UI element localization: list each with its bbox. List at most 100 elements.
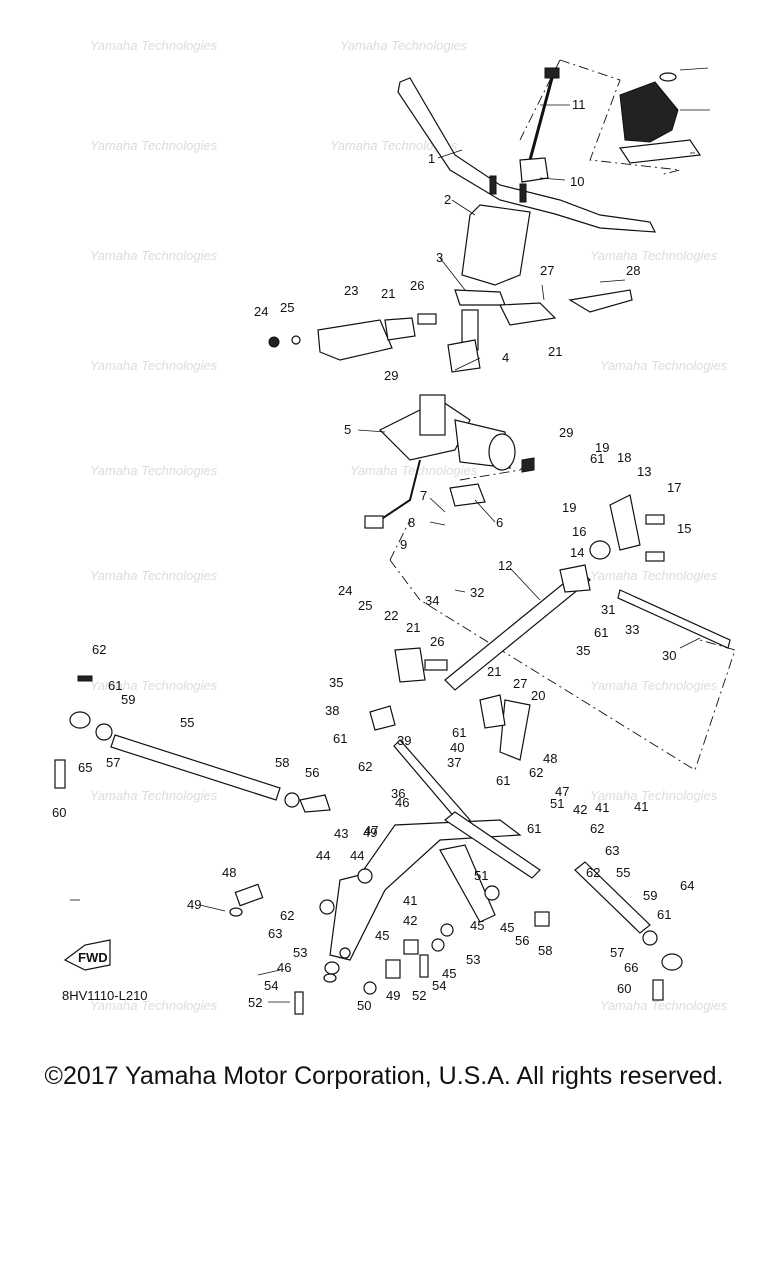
fwd-label: FWD [78,950,108,965]
callout-label: 6 [496,515,503,530]
callout-label: 1 [428,151,435,166]
callout-label: 29 [384,368,398,383]
callout-label: 33 [625,622,639,637]
callout-label: 14 [570,545,584,560]
callout-label: 5 [344,422,351,437]
label-65 [618,139,702,164]
callout-label: 26 [410,278,424,293]
callout-label: 24 [338,583,352,598]
callout-label: 63 [268,926,282,941]
callout-label: 25 [280,300,294,315]
link-21-mid [394,647,426,683]
callout-label: 47 [364,823,378,838]
callout-label: 61 [496,773,510,788]
watermark: Yamaha Technologies [330,138,458,153]
watermark-layer: Yamaha Technologies Yamaha Technologies … [90,38,728,1013]
callout-label: 58 [275,755,289,770]
callout-label: 30 [662,648,676,663]
callout-label: 51 [550,796,564,811]
callout-label: 2 [444,192,451,207]
callout-label: 36 [391,786,405,801]
callout-label: 63 [605,843,619,858]
callout-label: 57 [106,755,120,770]
callout-label: 62 [92,642,106,657]
copyright-notice: ©2017 Yamaha Motor Corporation, U.S.A. A… [44,1062,724,1090]
rod-30 [617,589,731,649]
callout-label: 43 [334,826,348,841]
callout-label: 45 [375,928,389,943]
callout-label: 60 [52,805,66,820]
callout-label: 55 [180,715,194,730]
callout-label: 11 [572,97,586,112]
watermark: Yamaha Technologies [90,788,218,803]
callout-label: 45 [442,966,456,981]
callout-label: 31 [601,602,615,617]
watermark: Yamaha Technologies [590,788,718,803]
bracket-28 [568,289,633,313]
callout-label: 13 [637,464,651,479]
callout-label: 56 [305,765,319,780]
lever-38 [369,705,396,731]
link-27-mid [479,694,506,729]
callout-label: 61 [452,725,466,740]
callout-label: 53 [293,945,307,960]
watermark: Yamaha Technologies [90,358,218,373]
watermark: Yamaha Technologies [340,38,468,53]
callout-label: 41 [403,893,417,908]
callout-label: 20 [531,688,545,703]
callout-label: 46 [277,960,291,975]
callout-label: 66 [624,960,638,975]
watermark: Yamaha Technologies [590,568,718,583]
callout-label: 35 [329,675,343,690]
link-21 [384,317,416,341]
callout-label: 15 [677,521,691,536]
callout-label: 62 [280,908,294,923]
callout-label: 52 [412,988,426,1003]
callout-labels: 1 2 3 4 5 6 7 8 9 10 11 12 13 14 15 16 1… [52,97,694,1013]
callout-label: 61 [590,451,604,466]
callout-label: 21 [548,344,562,359]
callout-label: 42 [573,802,587,817]
callout-label: 56 [515,933,529,948]
callout-label: 4 [502,350,509,365]
callout-label: 65 [78,760,92,775]
callout-label: 44 [316,848,330,863]
callout-label: 16 [572,524,586,539]
callout-label: 22 [384,608,398,623]
callout-label: 19 [562,500,576,515]
callout-label: 47 [555,784,569,799]
shaft-12 [444,564,591,691]
lower-hardware [294,911,550,1015]
callout-label: 62 [586,865,600,880]
watermark: Yamaha Technologies [600,358,728,373]
callout-label: 25 [358,598,372,613]
callout-label: 34 [425,593,439,608]
callout-label: 49 [386,988,400,1003]
bolt-11 [528,67,560,161]
callout-label: 57 [610,945,624,960]
plate-23 [317,319,393,361]
clamp-10 [519,157,549,183]
callout-label: 42 [403,913,417,928]
watermark: Yamaha Technologies [590,678,718,693]
bracket-6 [449,483,486,507]
callout-label: 48 [543,751,557,766]
callout-label: 50 [357,998,371,1013]
callout-label: 38 [325,703,339,718]
callout-label: 28 [626,263,640,278]
callout-label: 45 [470,918,484,933]
rod-end-left [54,675,113,789]
lever-20 [499,699,531,761]
bracket-13 [609,494,641,551]
callout-label: 62 [529,765,543,780]
rod-54-left [110,734,331,813]
callout-label: 39 [397,733,411,748]
nut-61 [521,457,535,473]
callout-label: 59 [121,692,135,707]
callout-label: 18 [617,450,631,465]
callout-label: 44 [350,848,364,863]
steering-bracket-3 [447,289,557,373]
callout-label: 54 [432,978,446,993]
column-cover-2 [461,204,531,286]
callout-label: 17 [667,480,681,495]
